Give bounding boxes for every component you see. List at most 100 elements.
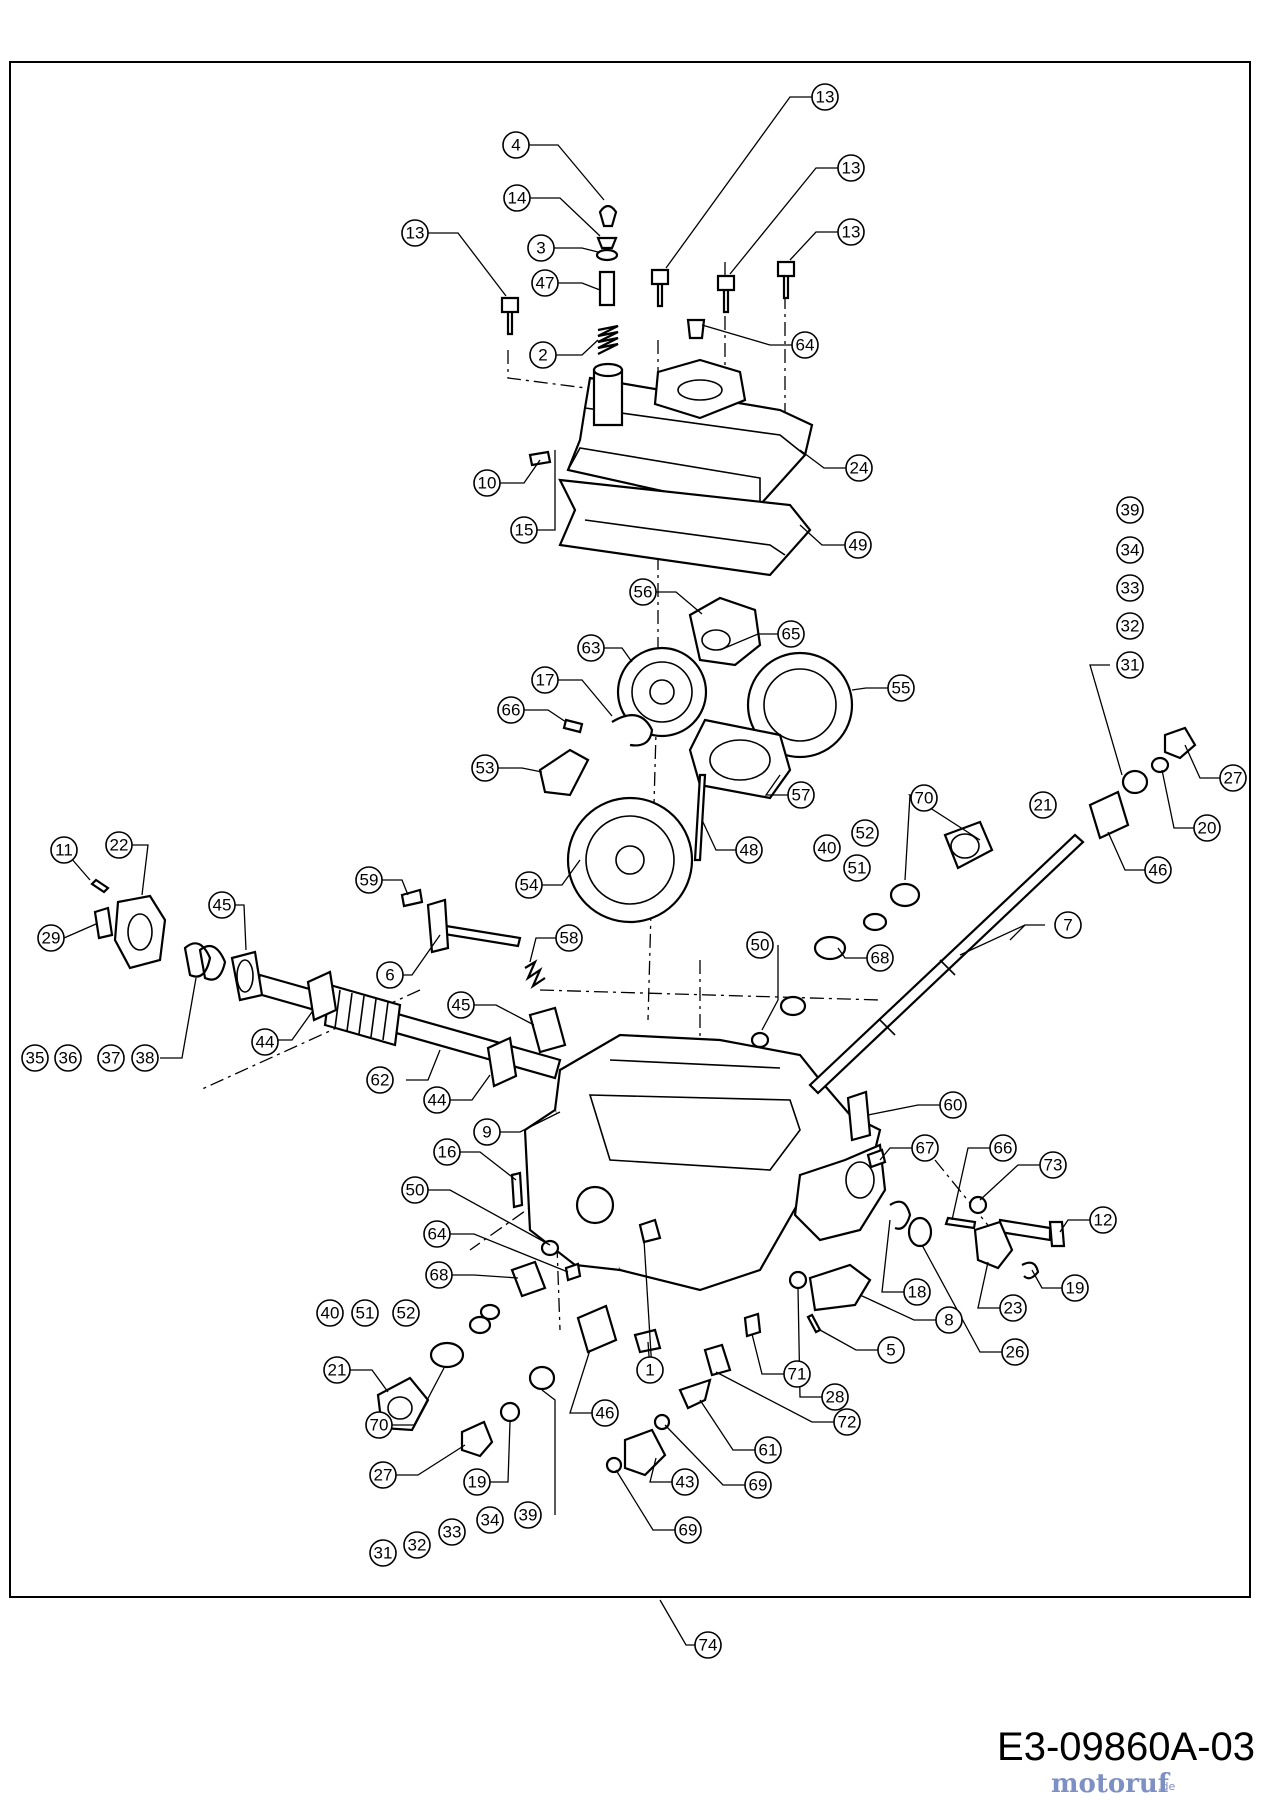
callout-46-right: 46 bbox=[1144, 856, 1172, 884]
svg-text:31: 31 bbox=[374, 1544, 393, 1563]
callout-17: 17 bbox=[531, 666, 559, 694]
clip-19-left bbox=[499, 1401, 521, 1423]
arm-8 bbox=[808, 1263, 872, 1312]
svg-text:69: 69 bbox=[749, 1476, 768, 1495]
svg-text:23: 23 bbox=[1004, 1299, 1023, 1318]
lower-left-axle-parts bbox=[376, 1239, 618, 1458]
shaft-48 bbox=[693, 773, 707, 862]
cap-70-right bbox=[889, 882, 921, 908]
callout-24: 24 bbox=[845, 454, 873, 482]
callout-59: 59 bbox=[355, 866, 383, 894]
housing-right-arm bbox=[793, 1143, 887, 1242]
rod-6-end bbox=[426, 898, 450, 954]
svg-text:59: 59 bbox=[360, 871, 379, 890]
callout-18: 18 bbox=[903, 1278, 931, 1306]
callout-2: 2 bbox=[529, 341, 557, 369]
callout-13-left: 13 bbox=[401, 219, 429, 247]
callout-16: 16 bbox=[433, 1138, 461, 1166]
callout-8: 8 bbox=[935, 1306, 963, 1334]
callout-66-lower: 66 bbox=[989, 1134, 1017, 1162]
svg-text:29: 29 bbox=[42, 929, 61, 948]
callout-60: 60 bbox=[939, 1091, 967, 1119]
cluster-57 bbox=[688, 718, 792, 800]
knob-14 bbox=[596, 236, 618, 250]
callout-4: 4 bbox=[502, 131, 530, 159]
svg-text:46: 46 bbox=[596, 1404, 615, 1423]
callout-7: 7 bbox=[1054, 911, 1082, 939]
callout-37: 37 bbox=[97, 1044, 125, 1072]
callout-64-lower: 64 bbox=[423, 1220, 451, 1248]
callout-53: 53 bbox=[471, 754, 499, 782]
svg-text:21: 21 bbox=[1034, 796, 1053, 815]
svg-text:52: 52 bbox=[856, 824, 875, 843]
svg-text:66: 66 bbox=[502, 701, 521, 720]
callout-62: 62 bbox=[366, 1066, 394, 1094]
callout-32-right: 32 bbox=[1116, 612, 1144, 640]
callout-1: 1 bbox=[636, 1356, 664, 1384]
svg-text:47: 47 bbox=[536, 274, 555, 293]
callout-39-right: 39 bbox=[1116, 496, 1144, 524]
bearing-68-right bbox=[813, 935, 847, 961]
callouts: 4 14 3 47 2 13 13 13 13 64 24 10 15 49 3… bbox=[21, 83, 1247, 1659]
svg-text:32: 32 bbox=[408, 1536, 427, 1555]
washer-51-left bbox=[479, 1303, 501, 1321]
washer-31-right bbox=[1121, 769, 1149, 795]
svg-text:73: 73 bbox=[1044, 1156, 1063, 1175]
svg-text:28: 28 bbox=[826, 1388, 845, 1407]
shaft-61 bbox=[678, 1378, 712, 1410]
svg-text:5: 5 bbox=[886, 1341, 895, 1360]
svg-text:20: 20 bbox=[1198, 819, 1217, 838]
svg-text:61: 61 bbox=[759, 1441, 778, 1460]
gear-53 bbox=[538, 748, 590, 797]
callout-35: 35 bbox=[21, 1044, 49, 1072]
callout-33-right: 33 bbox=[1116, 574, 1144, 602]
nut-27-left bbox=[460, 1420, 494, 1458]
svg-text:2: 2 bbox=[538, 346, 547, 365]
svg-text:40: 40 bbox=[321, 1304, 340, 1323]
detent-59 bbox=[400, 888, 424, 908]
bushing-46-right bbox=[1088, 790, 1130, 840]
callout-63: 63 bbox=[577, 634, 605, 662]
svg-text:13: 13 bbox=[842, 159, 861, 178]
callout-40-left: 40 bbox=[316, 1299, 344, 1327]
bearing-68-left bbox=[510, 1260, 547, 1298]
fork-1-a bbox=[633, 1328, 662, 1354]
cap-70-left bbox=[429, 1341, 465, 1369]
svg-text:12: 12 bbox=[1094, 1211, 1113, 1230]
callout-11: 11 bbox=[50, 836, 78, 864]
svg-text:1: 1 bbox=[645, 1361, 654, 1380]
svg-text:44: 44 bbox=[256, 1033, 275, 1052]
axle-7 bbox=[808, 833, 1085, 1095]
callout-19-left: 19 bbox=[463, 1468, 491, 1496]
fork-1-b bbox=[638, 1218, 662, 1244]
svg-text:70: 70 bbox=[370, 1416, 389, 1435]
callout-47: 47 bbox=[531, 269, 559, 297]
screw-11 bbox=[90, 878, 110, 894]
svg-text:24: 24 bbox=[850, 459, 869, 478]
svg-text:19: 19 bbox=[1066, 1279, 1085, 1298]
callout-57: 57 bbox=[787, 781, 815, 809]
gear-cluster bbox=[538, 596, 854, 924]
callout-31-right: 31 bbox=[1116, 651, 1144, 679]
svg-text:52: 52 bbox=[397, 1304, 416, 1323]
svg-text:66: 66 bbox=[994, 1139, 1013, 1158]
svg-text:10: 10 bbox=[478, 474, 497, 493]
washer-31-left bbox=[528, 1365, 556, 1391]
svg-text:19: 19 bbox=[468, 1473, 487, 1492]
plug-71 bbox=[743, 1312, 762, 1338]
svg-text:36: 36 bbox=[59, 1049, 78, 1068]
svg-text:45: 45 bbox=[452, 996, 471, 1015]
svg-text:63: 63 bbox=[582, 639, 601, 658]
washer-40-right bbox=[779, 995, 807, 1017]
callout-38: 38 bbox=[131, 1044, 159, 1072]
svg-text:74: 74 bbox=[699, 1636, 718, 1655]
cover-gasket bbox=[558, 478, 812, 577]
svg-text:16: 16 bbox=[438, 1143, 457, 1162]
callout-29: 29 bbox=[37, 924, 65, 952]
svg-text:50: 50 bbox=[751, 936, 770, 955]
callout-52-right: 52 bbox=[851, 819, 879, 847]
bolt-13-left bbox=[500, 296, 520, 336]
callout-13-a: 13 bbox=[811, 83, 839, 111]
spring-58 bbox=[524, 959, 546, 989]
callout-71: 71 bbox=[783, 1360, 811, 1388]
